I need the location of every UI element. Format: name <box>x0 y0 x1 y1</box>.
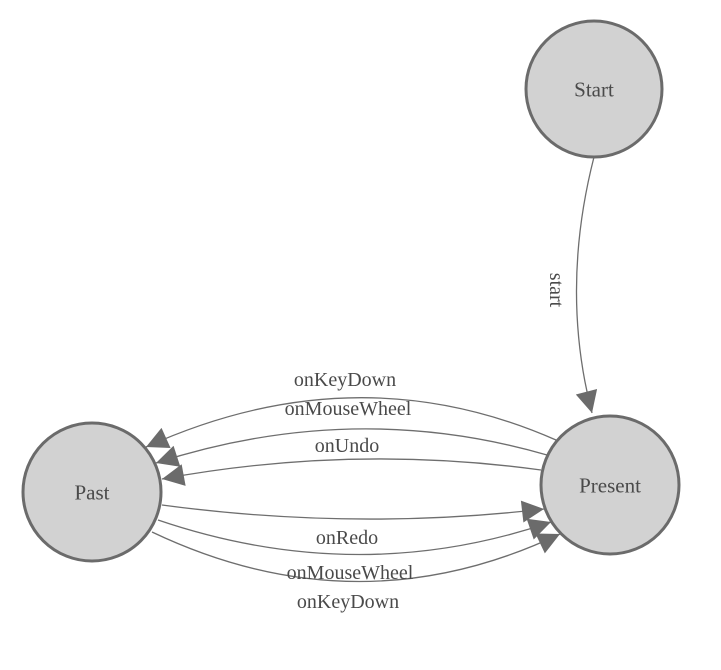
edge-label-onkeydown-bottom: onKeyDown <box>297 591 399 613</box>
node-start: Start <box>524 19 664 159</box>
edge-label-start: start <box>545 273 567 308</box>
edge-label-onredo: onRedo <box>316 527 378 549</box>
node-present-circle <box>539 414 681 556</box>
node-start-label: Start <box>574 77 614 101</box>
edge-label-onkeydown-top: onKeyDown <box>294 369 396 391</box>
edge-label-onmousewheel-bottom: onMouseWheel <box>287 562 414 584</box>
node-start-circle <box>524 19 664 159</box>
node-present-label: Present <box>579 473 641 497</box>
edge-label-onmousewheel-top: onMouseWheel <box>285 398 412 420</box>
edge-present-to-past-onkeydown <box>145 397 557 448</box>
edge-present-to-past-onundo <box>161 458 542 486</box>
node-past-circle <box>21 421 163 563</box>
edge-label-onundo: onUndo <box>315 435 379 457</box>
edge-past-to-present-onredo <box>161 500 545 523</box>
edge-present-to-past-onmousewheel <box>155 428 548 467</box>
edge-past-to-present-onkeydown <box>151 531 561 583</box>
edge-past-to-present-onmousewheel <box>157 518 552 556</box>
node-past: Past <box>21 421 163 563</box>
edge-start-to-present <box>575 156 598 414</box>
node-present: Present <box>539 414 681 556</box>
node-past-label: Past <box>74 480 109 504</box>
